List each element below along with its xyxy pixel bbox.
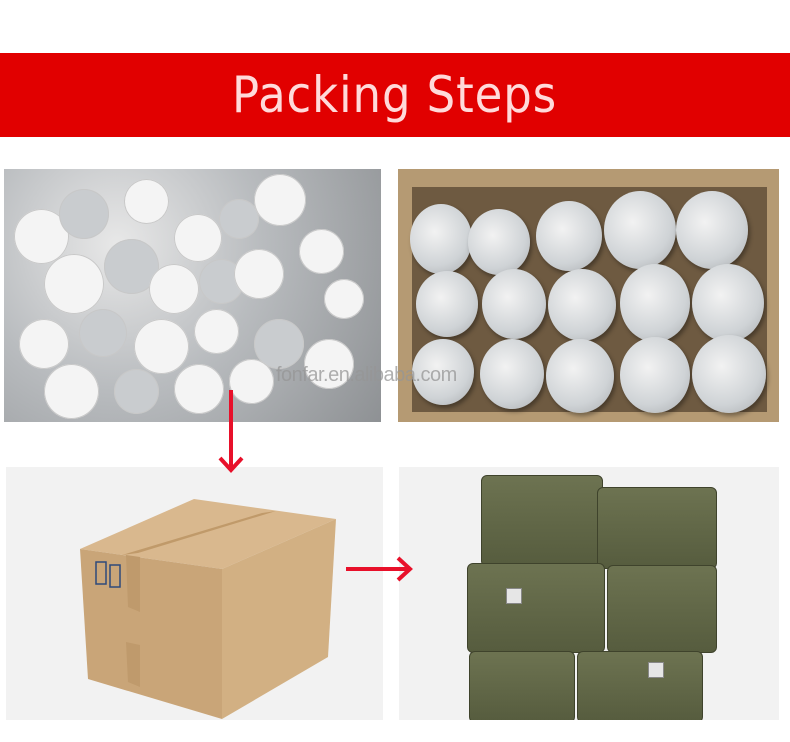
photo-woven-bags [399,467,779,720]
carton-illustration [80,499,336,719]
arrow-right-icon [346,556,413,582]
arrow-down-icon [218,390,244,473]
banner-title: Packing Steps [232,66,558,124]
title-banner: Packing Steps [0,53,790,137]
photo-rolls-in-carton [398,169,779,422]
watermark-text: fonfar.en.alibaba.com [276,364,457,386]
photo-sealed-carton [6,467,383,720]
photo-loose-discs [4,169,381,422]
